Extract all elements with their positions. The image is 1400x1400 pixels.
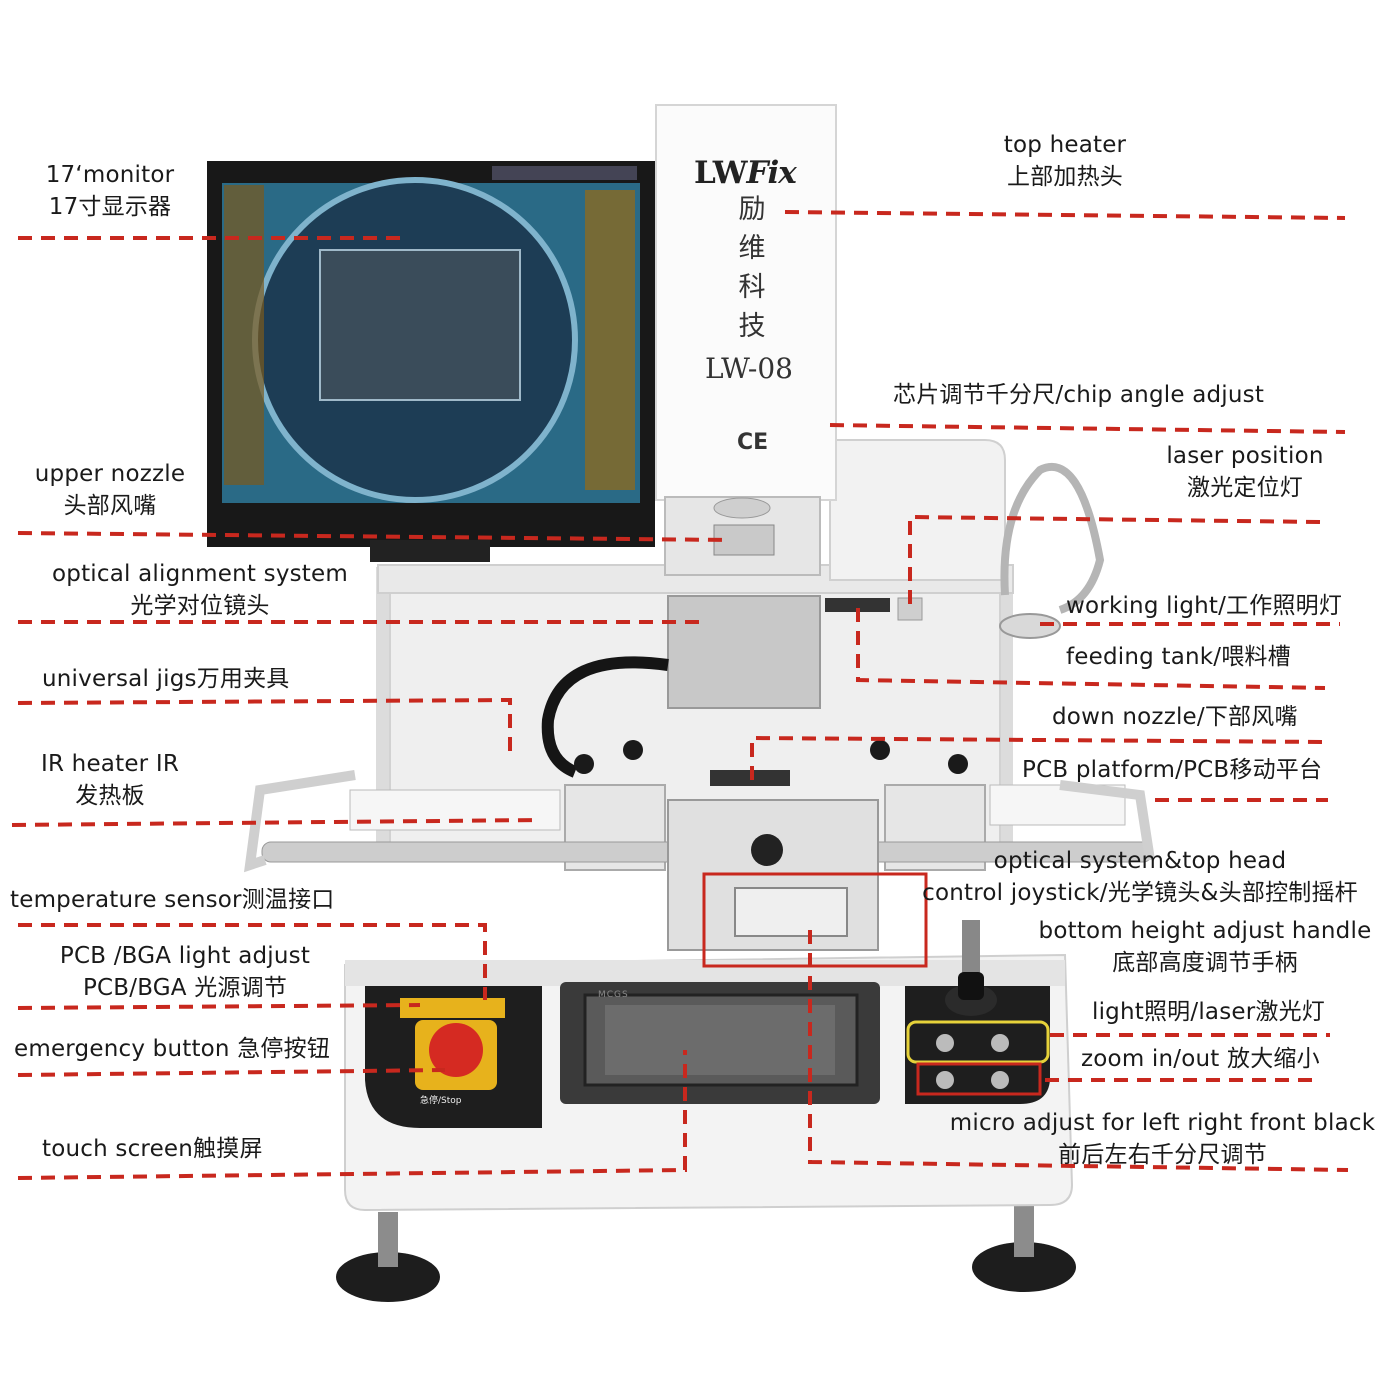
hmi-brand: MCGS <box>598 990 629 1000</box>
thermocouple-ports <box>400 998 505 1018</box>
monitor-toolbar <box>492 166 637 180</box>
brand-cn-char: 维 <box>738 233 766 264</box>
label-down-nozzle: down nozzle/下部风嘴 <box>1052 704 1298 730</box>
estop-button <box>429 1023 483 1077</box>
zoom-in-button <box>936 1071 954 1089</box>
joystick-knob <box>958 972 984 1000</box>
brand-cn-char: 励 <box>738 194 766 225</box>
top-heater-lens <box>713 497 771 519</box>
label-zoom: zoom in/out 放大缩小 <box>1081 1046 1320 1072</box>
center-knob <box>751 834 783 866</box>
right-handle <box>1059 780 1155 861</box>
label-working-light: working light/工作照明灯 <box>1066 593 1343 619</box>
label-pcb-platform: PCB platform/PCB移动平台 <box>1022 757 1323 783</box>
right-housing <box>829 439 1006 581</box>
brand-cn-char: 科 <box>738 272 766 303</box>
brand-cn-char: 技 <box>738 311 766 342</box>
hmi-screen-inner <box>605 1005 835 1075</box>
left-foot-screw <box>378 1212 398 1267</box>
optical-box <box>667 595 821 709</box>
zoom-out-button <box>991 1071 1009 1089</box>
right-foot <box>972 1242 1076 1292</box>
label-emergency: emergency button 急停按钮 <box>14 1036 331 1062</box>
label-light-laser: light照明/laser激光灯 <box>1092 999 1325 1025</box>
monitor-bga-grid <box>319 249 521 401</box>
left-handle <box>243 770 356 873</box>
monitor-stand <box>370 540 490 562</box>
upper-nozzle-block <box>713 524 775 556</box>
monitor-pcb-right <box>585 190 635 490</box>
right-foot-screw <box>1014 1202 1034 1257</box>
brand-chinese-name: 励 维 科 技 <box>735 190 769 346</box>
laser-module <box>897 597 923 621</box>
joystick-shaft <box>962 920 980 980</box>
gooseneck <box>1000 462 1105 614</box>
left-foot <box>336 1252 440 1302</box>
light-button <box>936 1034 954 1052</box>
feeding-tank <box>825 598 890 612</box>
ce-mark: CE <box>737 430 769 455</box>
laser-button <box>991 1034 1009 1052</box>
label-universal-jigs: universal jigs万用夹具 <box>42 666 290 692</box>
clamp-knob-3 <box>870 740 890 760</box>
label-chip-angle: 芯片调节千分尺/chip angle adjust <box>893 382 1265 408</box>
clamp-knob-4 <box>948 754 968 774</box>
chip-holder <box>710 770 790 786</box>
clamp-knob-1 <box>574 754 594 774</box>
estop-text: 急停/Stop <box>420 1096 462 1106</box>
label-touch-screen: touch screen触摸屏 <box>42 1136 263 1162</box>
work-lamp <box>999 613 1061 639</box>
monitor-pcb-left <box>224 185 264 485</box>
pcb-platform-left-tray <box>349 789 561 831</box>
cable-chain <box>541 656 669 778</box>
clamp-knob-2 <box>623 740 643 760</box>
micro-adjust-block <box>734 887 848 937</box>
model-number: LW-08 <box>705 352 793 385</box>
label-feeding-tank: feeding tank/喂料槽 <box>1066 644 1291 670</box>
brand-logo: LWFix <box>694 155 797 191</box>
label-temp-sensor: temperature sensor测温接口 <box>10 887 335 913</box>
